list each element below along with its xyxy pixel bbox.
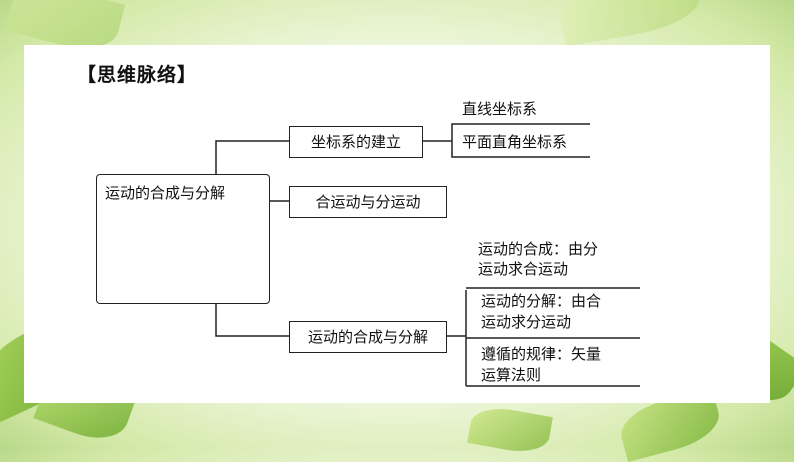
coord-bracket	[451, 123, 590, 158]
branch-label: 坐标系的建立	[310, 133, 401, 151]
leaf-rule-line2: 运算法则	[481, 366, 542, 384]
section-heading: 【思维脉络】	[77, 64, 198, 86]
branch-node-composition: 运动的合成与分解	[289, 321, 447, 353]
branch-node-composite: 合运动与分运动	[289, 186, 447, 218]
connector-root-to-comp	[215, 302, 289, 337]
root-node: 运动的合成与分解	[96, 174, 270, 304]
leaf-plane-coordinate: 平面直角坐标系	[462, 133, 568, 151]
root-node-label: 运动的合成与分解	[105, 184, 226, 202]
connector-root-to-coord	[215, 140, 289, 174]
branch-label: 运动的合成与分解	[307, 328, 428, 346]
leaf-decomposition-line1: 运动的分解：由合	[481, 292, 602, 310]
leaf-linear-coordinate: 直线坐标系	[462, 100, 538, 118]
branch-label: 合运动与分运动	[315, 193, 421, 211]
leaf-rule-line1: 遵循的规律：矢量	[481, 345, 602, 363]
leaf-composition-line2: 运动求合运动	[478, 260, 569, 278]
leaf-decomposition-line2: 运动求分运动	[481, 313, 572, 331]
leaf-composition-line1: 运动的合成：由分	[478, 240, 599, 258]
branch-node-coordinate: 坐标系的建立	[289, 126, 423, 158]
